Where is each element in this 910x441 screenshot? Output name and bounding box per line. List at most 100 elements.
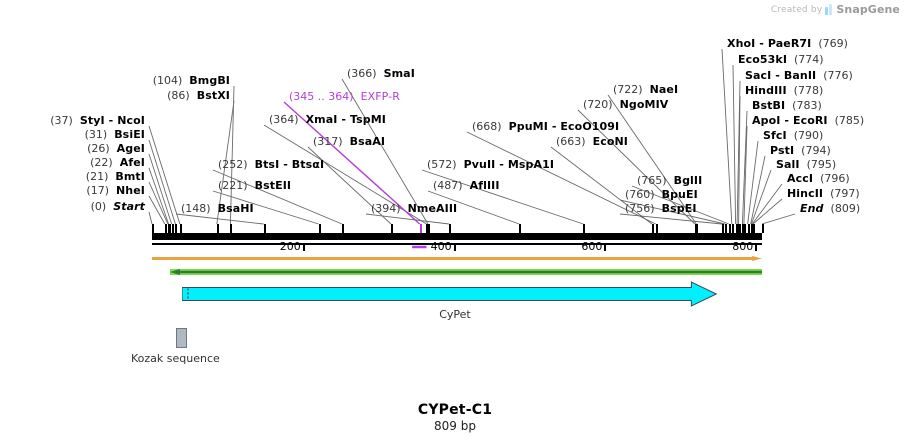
site-tick <box>735 224 738 233</box>
restriction-site-label[interactable]: (86) BstXI <box>167 90 230 102</box>
restriction-site-label[interactable]: (663) EcoNI <box>556 136 628 148</box>
site-enzyme-name: NaeI <box>649 83 679 96</box>
site-enzyme-name: StyI - NcoI <box>79 114 145 127</box>
site-position: (769) <box>818 37 848 50</box>
restriction-site-label[interactable]: (37) StyI - NcoI <box>50 115 145 127</box>
feature-cypet[interactable] <box>182 281 718 307</box>
restriction-site-label[interactable]: (317) BsaAI <box>313 136 385 148</box>
restriction-site-label[interactable]: HincII (797) <box>787 188 860 200</box>
site-leader-line <box>743 125 748 225</box>
restriction-site-label[interactable]: (31) BsiEI <box>85 129 145 141</box>
ruler-tick <box>755 243 758 251</box>
plasmid-length: 809 bp <box>434 419 476 433</box>
site-position: (364) <box>269 113 299 126</box>
site-enzyme-name: EXFP-R <box>360 90 400 103</box>
site-tick <box>171 224 174 233</box>
restriction-site-label[interactable]: HindIII (778) <box>745 85 823 97</box>
site-position: (785) <box>834 114 865 127</box>
restriction-site-label[interactable]: ApoI - EcoRI (785) <box>752 115 864 127</box>
restriction-site-label[interactable]: (0) Start <box>91 201 145 213</box>
restriction-site-label[interactable]: (364) XmaI - TspMI <box>269 114 386 126</box>
restriction-site-label[interactable]: (21) BmtI <box>86 171 145 183</box>
site-position: (796) <box>820 172 850 185</box>
site-tick <box>519 224 522 233</box>
site-enzyme-name: BsiEI <box>114 128 145 141</box>
site-tick <box>752 224 755 233</box>
site-leader-line <box>751 169 772 225</box>
site-tick <box>391 224 394 233</box>
site-position: (366) <box>347 67 377 80</box>
restriction-site-label[interactable]: SfcI (790) <box>763 130 823 142</box>
ruler-tick-label: 600 <box>581 240 603 253</box>
restriction-site-label[interactable]: AccI (796) <box>787 173 850 185</box>
feature-kozak-box[interactable] <box>176 328 187 348</box>
snapgene-credit: Created by SnapGene <box>771 3 900 16</box>
restriction-site-label[interactable]: BstBI (783) <box>752 100 822 112</box>
restriction-site-label[interactable]: (668) PpuMI - EcoO109I <box>472 121 619 133</box>
site-position: (760) <box>625 188 655 201</box>
page-title: CYPet-C1 <box>417 402 493 418</box>
restriction-site-label[interactable]: (572) PvuII - MspA1I <box>427 159 554 171</box>
site-enzyme-name: NgoMIV <box>619 98 669 111</box>
site-position: (765) <box>637 174 667 187</box>
site-tick <box>725 224 728 233</box>
restriction-site-label[interactable]: SalI (795) <box>776 159 836 171</box>
feature-backbone-green[interactable] <box>170 269 762 275</box>
restriction-site-label[interactable]: (252) BtsI - BtsαI <box>218 159 324 171</box>
ruler-tick-label: 200 <box>279 240 301 253</box>
restriction-site-label[interactable]: (756) BspEI <box>625 203 697 215</box>
site-tick <box>747 224 750 233</box>
site-enzyme-name: NmeAIII <box>407 202 458 215</box>
site-enzyme-name: Start <box>113 200 145 213</box>
restriction-site-label[interactable]: (487) AflIII <box>433 180 500 192</box>
site-enzyme-name: PvuII - MspA1I <box>463 158 555 171</box>
restriction-site-label[interactable]: (26) AgeI <box>87 143 145 155</box>
site-position: (487) <box>433 179 463 192</box>
site-position: (722) <box>613 83 643 96</box>
feature-backbone-orange[interactable] <box>152 256 762 261</box>
site-enzyme-name: AflIII <box>469 179 500 192</box>
site-position: (790) <box>793 129 824 142</box>
site-leader-line <box>148 153 173 225</box>
restriction-site-label[interactable]: (221) BstEII <box>218 180 291 192</box>
site-leader-line <box>148 125 181 225</box>
restriction-site-label[interactable]: (394) NmeAIII <box>371 203 457 215</box>
site-enzyme-name: PpuMI - EcoO109I <box>508 120 620 133</box>
restriction-site-label[interactable]: PstI (794) <box>770 145 831 157</box>
site-leader-line <box>148 181 169 225</box>
site-tick <box>419 224 422 233</box>
site-enzyme-name: AfeI <box>119 156 145 169</box>
restriction-site-label[interactable]: (366) SmaI <box>347 68 415 80</box>
restriction-site-label[interactable]: (345 .. 364) EXFP-R <box>289 91 400 103</box>
restriction-site-label[interactable]: (22) AfeI <box>90 157 145 169</box>
restriction-site-label[interactable]: (17) NheI <box>86 185 145 197</box>
site-enzyme-name: HincII <box>787 187 824 200</box>
site-tick <box>426 224 429 233</box>
site-position: (22) <box>90 156 113 169</box>
site-position: (783) <box>792 99 822 112</box>
site-tick <box>694 224 697 233</box>
restriction-site-label[interactable]: SacI - BanII (776) <box>745 70 853 82</box>
site-enzyme-name: PstI <box>770 144 795 157</box>
site-position: (0) <box>90 200 107 213</box>
restriction-site-label[interactable]: (104) BmgBI <box>153 75 230 87</box>
site-tick <box>696 224 699 233</box>
restriction-site-label[interactable]: XhoI - PaeR7I (769) <box>727 38 848 50</box>
site-position: (776) <box>823 69 853 82</box>
site-leader-line <box>761 213 796 225</box>
site-leader-line <box>750 155 766 225</box>
site-tick <box>152 224 154 233</box>
restriction-site-label[interactable]: Eco53kI (774) <box>738 54 824 66</box>
restriction-site-label[interactable]: (148) BsaHI <box>181 203 254 215</box>
site-position: (794) <box>801 144 831 157</box>
site-tick <box>583 224 586 233</box>
site-leader-line <box>741 110 748 225</box>
restriction-site-label[interactable]: (722) NaeI <box>613 84 678 96</box>
restriction-site-label[interactable]: (720) NgoMIV <box>583 99 668 111</box>
restriction-site-label[interactable]: End (809) <box>800 203 860 215</box>
restriction-site-label[interactable]: (765) BglII <box>637 175 702 187</box>
site-position: (572) <box>427 158 457 171</box>
site-enzyme-name: BstBI <box>752 99 786 112</box>
site-leader-line <box>365 213 450 225</box>
restriction-site-label[interactable]: (760) BpuEI <box>625 189 698 201</box>
